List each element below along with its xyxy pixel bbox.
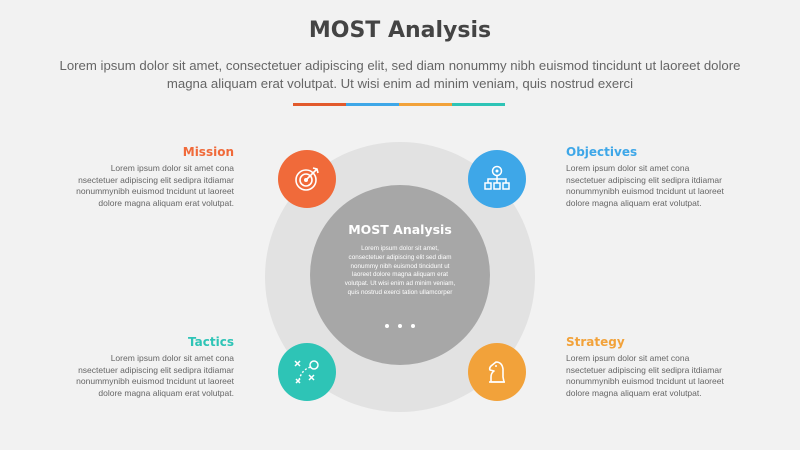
center-circle (310, 185, 490, 365)
tactics-node (278, 343, 336, 401)
tactics-heading: Tactics (188, 335, 234, 349)
objectives-text: Lorem ipsum dolor sit amet cona nsectetu… (566, 163, 724, 208)
objectives-node (468, 150, 526, 208)
strategy-heading: Strategy (566, 335, 625, 349)
tactics-text: Lorem ipsum dolor sit amet cona nsectetu… (76, 353, 234, 398)
strategy-text: Lorem ipsum dolor sit amet cona nsectetu… (566, 353, 724, 398)
divider-segment (399, 103, 452, 106)
target-icon (295, 167, 319, 191)
divider-segment (346, 103, 399, 106)
page-title: MOST Analysis (308, 18, 492, 43)
center-title: MOST Analysis (348, 222, 452, 237)
chess-knight-icon (488, 361, 505, 383)
mission-text: Lorem ipsum dolor sit amet cona nsectetu… (76, 163, 234, 208)
mission-node (278, 150, 336, 208)
goal-hierarchy-icon (484, 165, 510, 190)
center-text: Lorem ipsum dolor sit amet, consectetuer… (344, 245, 456, 296)
page-subtitle: Lorem ipsum dolor sit amet, consectetuer… (59, 58, 741, 91)
mission-heading: Mission (182, 145, 234, 159)
ellipsis-dots (385, 324, 415, 328)
tactics-play-icon (294, 360, 319, 384)
divider-segment (293, 103, 346, 106)
strategy-node (468, 343, 526, 401)
objectives-heading: Objectives (566, 145, 638, 159)
title-divider (293, 103, 505, 106)
divider-segment (452, 103, 505, 106)
